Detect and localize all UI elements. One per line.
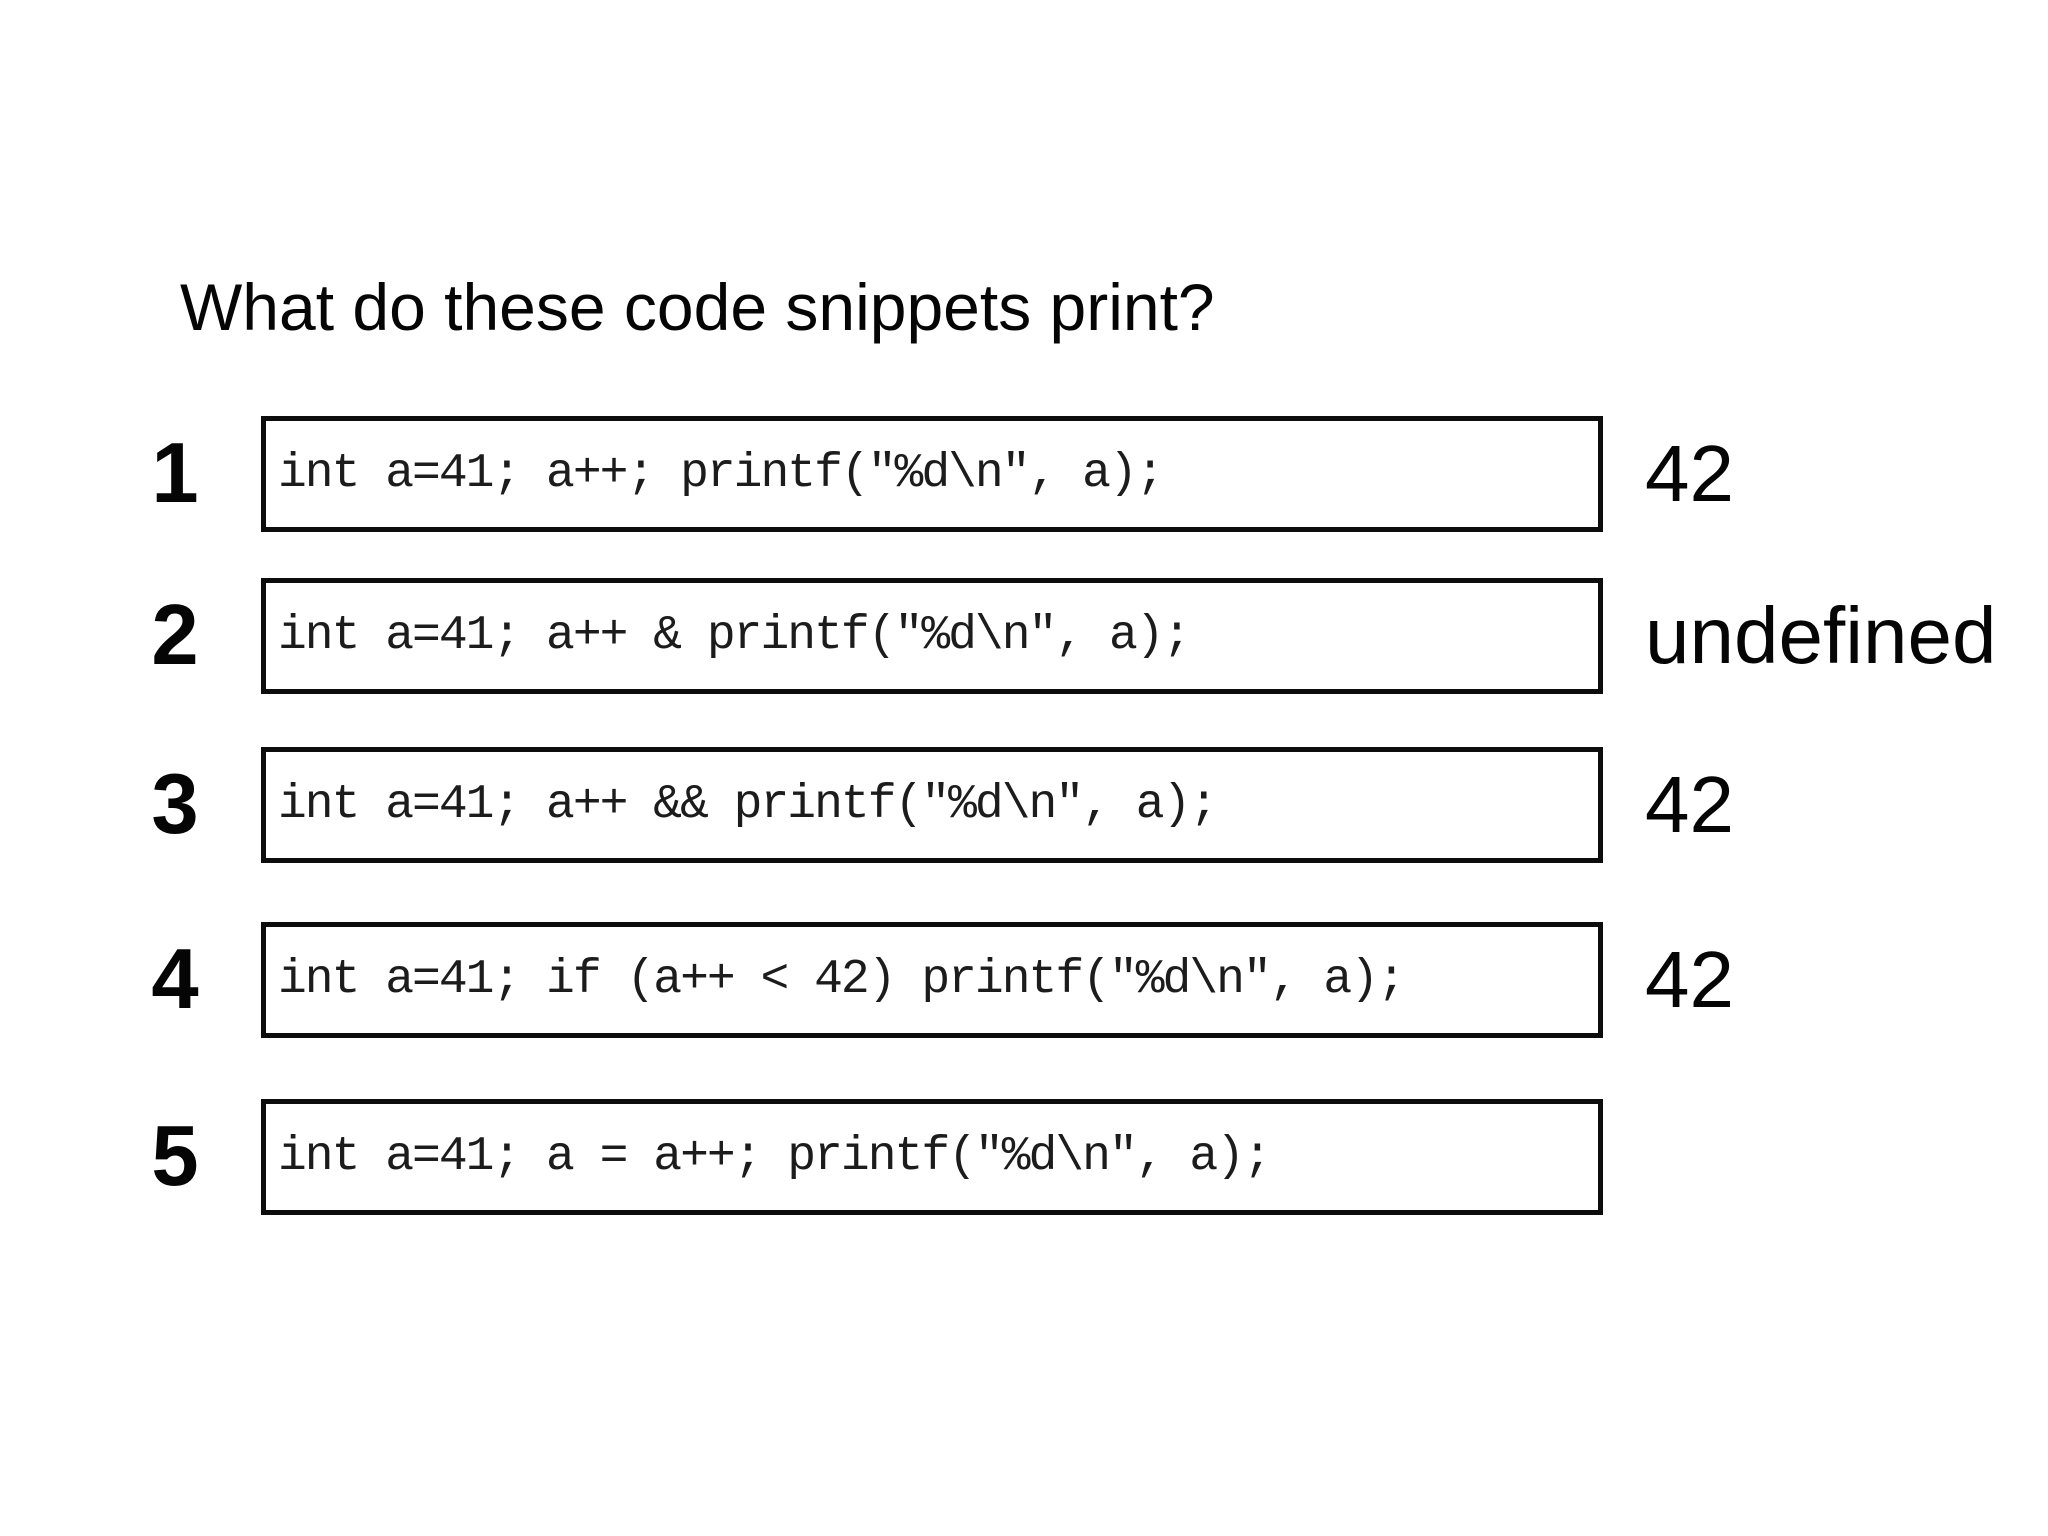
snippet-row: 3 int a=41; a++ && printf("%d\n", a); 42 (0, 747, 2048, 863)
code-text: int a=41; a++ && printf("%d\n", a); (278, 778, 1218, 832)
snippet-number: 3 (151, 757, 199, 852)
snippet-row: 1 int a=41; a++; printf("%d\n", a); 42 (0, 416, 2048, 532)
snippet-number: 1 (151, 426, 199, 521)
code-box: int a=41; a = a++; printf("%d\n", a); (261, 1099, 1603, 1215)
code-box: int a=41; a++ && printf("%d\n", a); (261, 747, 1603, 863)
answer-text: undefined (1645, 591, 1997, 680)
snippet-row: 4 int a=41; if (a++ < 42) printf("%d\n",… (0, 922, 2048, 1038)
snippet-row: 5 int a=41; a = a++; printf("%d\n", a); (0, 1099, 2048, 1215)
answer-text: 42 (1645, 429, 1734, 518)
snippet-row: 2 int a=41; a++ & printf("%d\n", a); und… (0, 578, 2048, 694)
answer-text: 42 (1645, 760, 1734, 849)
code-box: int a=41; if (a++ < 42) printf("%d\n", a… (261, 922, 1603, 1038)
code-text: int a=41; a++; printf("%d\n", a); (278, 447, 1165, 501)
snippet-number: 5 (151, 1109, 199, 1204)
slide-title: What do these code snippets print? (180, 270, 1215, 344)
snippet-number: 2 (151, 588, 199, 683)
code-text: int a=41; a++ & printf("%d\n", a); (278, 609, 1191, 663)
code-text: int a=41; if (a++ < 42) printf("%d\n", a… (278, 953, 1406, 1007)
code-text: int a=41; a = a++; printf("%d\n", a); (278, 1130, 1272, 1184)
code-box: int a=41; a++ & printf("%d\n", a); (261, 578, 1603, 694)
snippet-number: 4 (151, 932, 199, 1027)
code-box: int a=41; a++; printf("%d\n", a); (261, 416, 1603, 532)
answer-text: 42 (1645, 935, 1734, 1024)
